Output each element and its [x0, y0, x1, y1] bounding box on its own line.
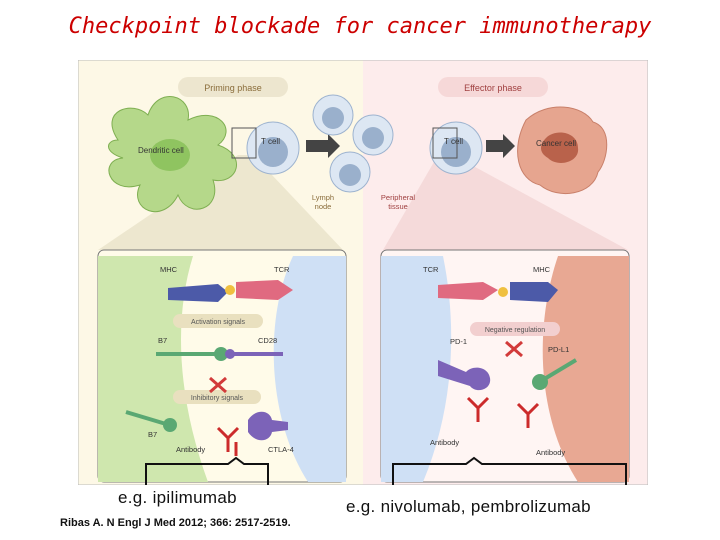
right-antibody-right-label: Antibody — [536, 448, 565, 457]
right-synapse-box — [432, 127, 458, 159]
cd28-label: CD28 — [258, 336, 277, 345]
right-antigen — [498, 287, 508, 297]
right-mhc-molecule — [510, 282, 558, 302]
inhibitory-signals-pill — [173, 390, 261, 404]
right-callout-bracket — [392, 456, 627, 485]
right-zoom-wedge — [383, 155, 628, 250]
right-tcr-molecule — [438, 282, 498, 300]
pdl1-head — [532, 374, 548, 390]
cancer-cell-label: Cancer cell — [536, 139, 576, 148]
left-b7-top-label: B7 — [158, 336, 167, 345]
citation: Ribas A. N Engl J Med 2012; 366: 2517-25… — [60, 517, 291, 529]
peripheral-tissue-label-line2: tissue — [388, 202, 408, 211]
slide-title: Checkpoint blockade for cancer immunothe… — [68, 14, 652, 39]
left-zoom-wedge — [98, 155, 343, 250]
checkpoint-figure: Priming phase Effector phase Dendritic c… — [78, 60, 648, 485]
peripheral-tissue-label-line1: Peripheral — [381, 193, 416, 202]
t-cell-left-label: T cell — [261, 137, 280, 146]
right-antibody-left-label: Antibody — [430, 438, 459, 447]
pdl1-label: PD-L1 — [548, 345, 569, 354]
b7-head-top — [214, 347, 228, 361]
dendritic-nucleus — [150, 139, 190, 171]
right-antibody-left — [466, 396, 490, 422]
left-mhc-molecule — [168, 284, 228, 302]
right-inhibition-x — [505, 340, 523, 358]
right-cancer-membrane — [542, 256, 629, 482]
b7-stalk-bottom — [125, 410, 167, 426]
negative-regulation-label: Negative regulation — [485, 327, 545, 334]
left-antibody — [216, 426, 240, 456]
left-callout-bracket — [145, 456, 269, 485]
pdl1-stalk — [544, 358, 578, 380]
lymph-node-label-line2: node — [315, 202, 332, 211]
pd1-molecule — [438, 360, 491, 391]
right-t-cell-membrane — [381, 256, 452, 482]
right-antibody-right — [516, 402, 540, 428]
t-cell-right-label: T cell — [444, 137, 463, 146]
negative-regulation-pill — [470, 322, 560, 336]
left-mhc-label: MHC — [160, 265, 178, 274]
left-inhibition-x — [209, 376, 227, 394]
effector-phase-label: Effector phase — [464, 83, 522, 93]
effector-arrow — [486, 134, 515, 158]
activation-signals-label: Activation signals — [191, 319, 246, 326]
activation-signals-pill — [173, 314, 263, 328]
left-t-cell-membrane — [273, 256, 346, 482]
inhibitory-signals-label: Inhibitory signals — [191, 395, 244, 402]
priming-phase-pill — [178, 77, 288, 97]
left-tcr-label: TCR — [274, 265, 290, 274]
dendritic-cell-label: Dendritic cell — [138, 146, 184, 155]
left-antigen — [225, 285, 235, 295]
priming-phase-label: Priming phase — [204, 83, 262, 93]
left-tcr-molecule — [236, 280, 293, 300]
priming-arrow — [306, 134, 340, 158]
pd1-label: PD-1 — [450, 337, 467, 346]
ctla4-molecule — [248, 411, 288, 441]
left-dendritic-membrane — [98, 256, 208, 482]
left-b7-bottom-label: B7 — [148, 430, 157, 439]
left-synapse-box — [231, 127, 257, 159]
lymph-node-label-line1: Lymph — [312, 193, 334, 202]
ipilimumab-caption: e.g. ipilimumab — [118, 488, 237, 507]
effector-phase-pill — [438, 77, 548, 97]
right-mhc-label: MHC — [533, 265, 551, 274]
cd28-head — [225, 349, 235, 359]
b7-head-bottom — [163, 418, 177, 432]
cancer-nucleus — [541, 132, 579, 163]
nivolumab-pembrolizumab-caption: e.g. nivolumab, pembrolizumab — [346, 497, 591, 516]
left-antibody-label: Antibody — [176, 445, 205, 454]
right-tcr-label: TCR — [423, 265, 439, 274]
ctla4-label: CTLA-4 — [268, 445, 294, 454]
